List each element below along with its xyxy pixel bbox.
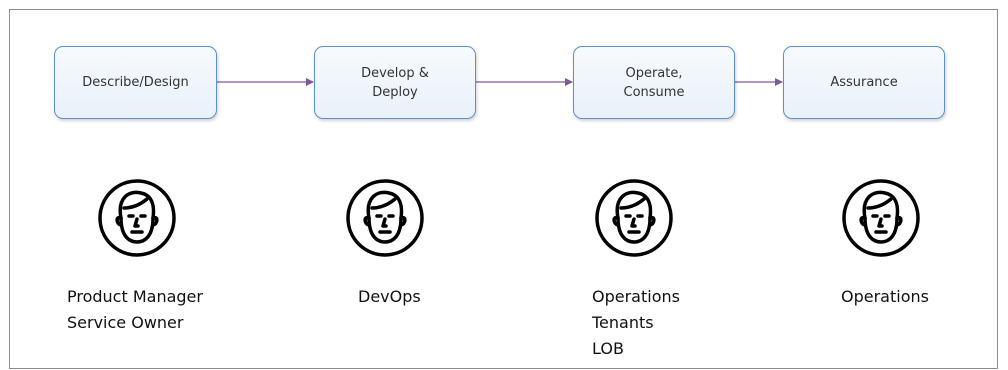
role-list-assurance: Operations [841,284,929,310]
role-label: LOB [592,339,624,358]
stage-label: Assurance [830,75,898,90]
person-icon [595,179,673,257]
role-list-describe-design: Product Manager Service Owner [67,284,203,336]
person-icon [346,179,424,257]
role-label: Operations [592,287,680,306]
diagram-frame: Describe/Design Develop & Deploy Operate… [9,9,998,369]
stage-box-operate-consume: Operate, Consume [573,46,735,119]
stage-box-assurance: Assurance [783,46,945,119]
role-list-operate-consume: Operations Tenants LOB [592,284,680,362]
role-list-develop-deploy: DevOps [358,284,421,310]
stage-label: Develop & Deploy [361,65,429,100]
stage-box-describe-design: Describe/Design [54,46,217,119]
stage-label: Describe/Design [82,75,189,90]
person-icon [842,179,920,257]
stage-box-develop-deploy: Develop & Deploy [314,46,476,119]
role-label: Service Owner [67,313,184,332]
role-label: DevOps [358,287,421,306]
role-label: Operations [841,287,929,306]
role-label: Tenants [592,313,654,332]
connector-arrows [217,78,783,86]
diagram-canvas: Describe/Design Develop & Deploy Operate… [10,10,997,368]
stage-label: Operate, Consume [623,65,685,100]
role-label: Product Manager [67,287,203,306]
person-icon [98,179,176,257]
